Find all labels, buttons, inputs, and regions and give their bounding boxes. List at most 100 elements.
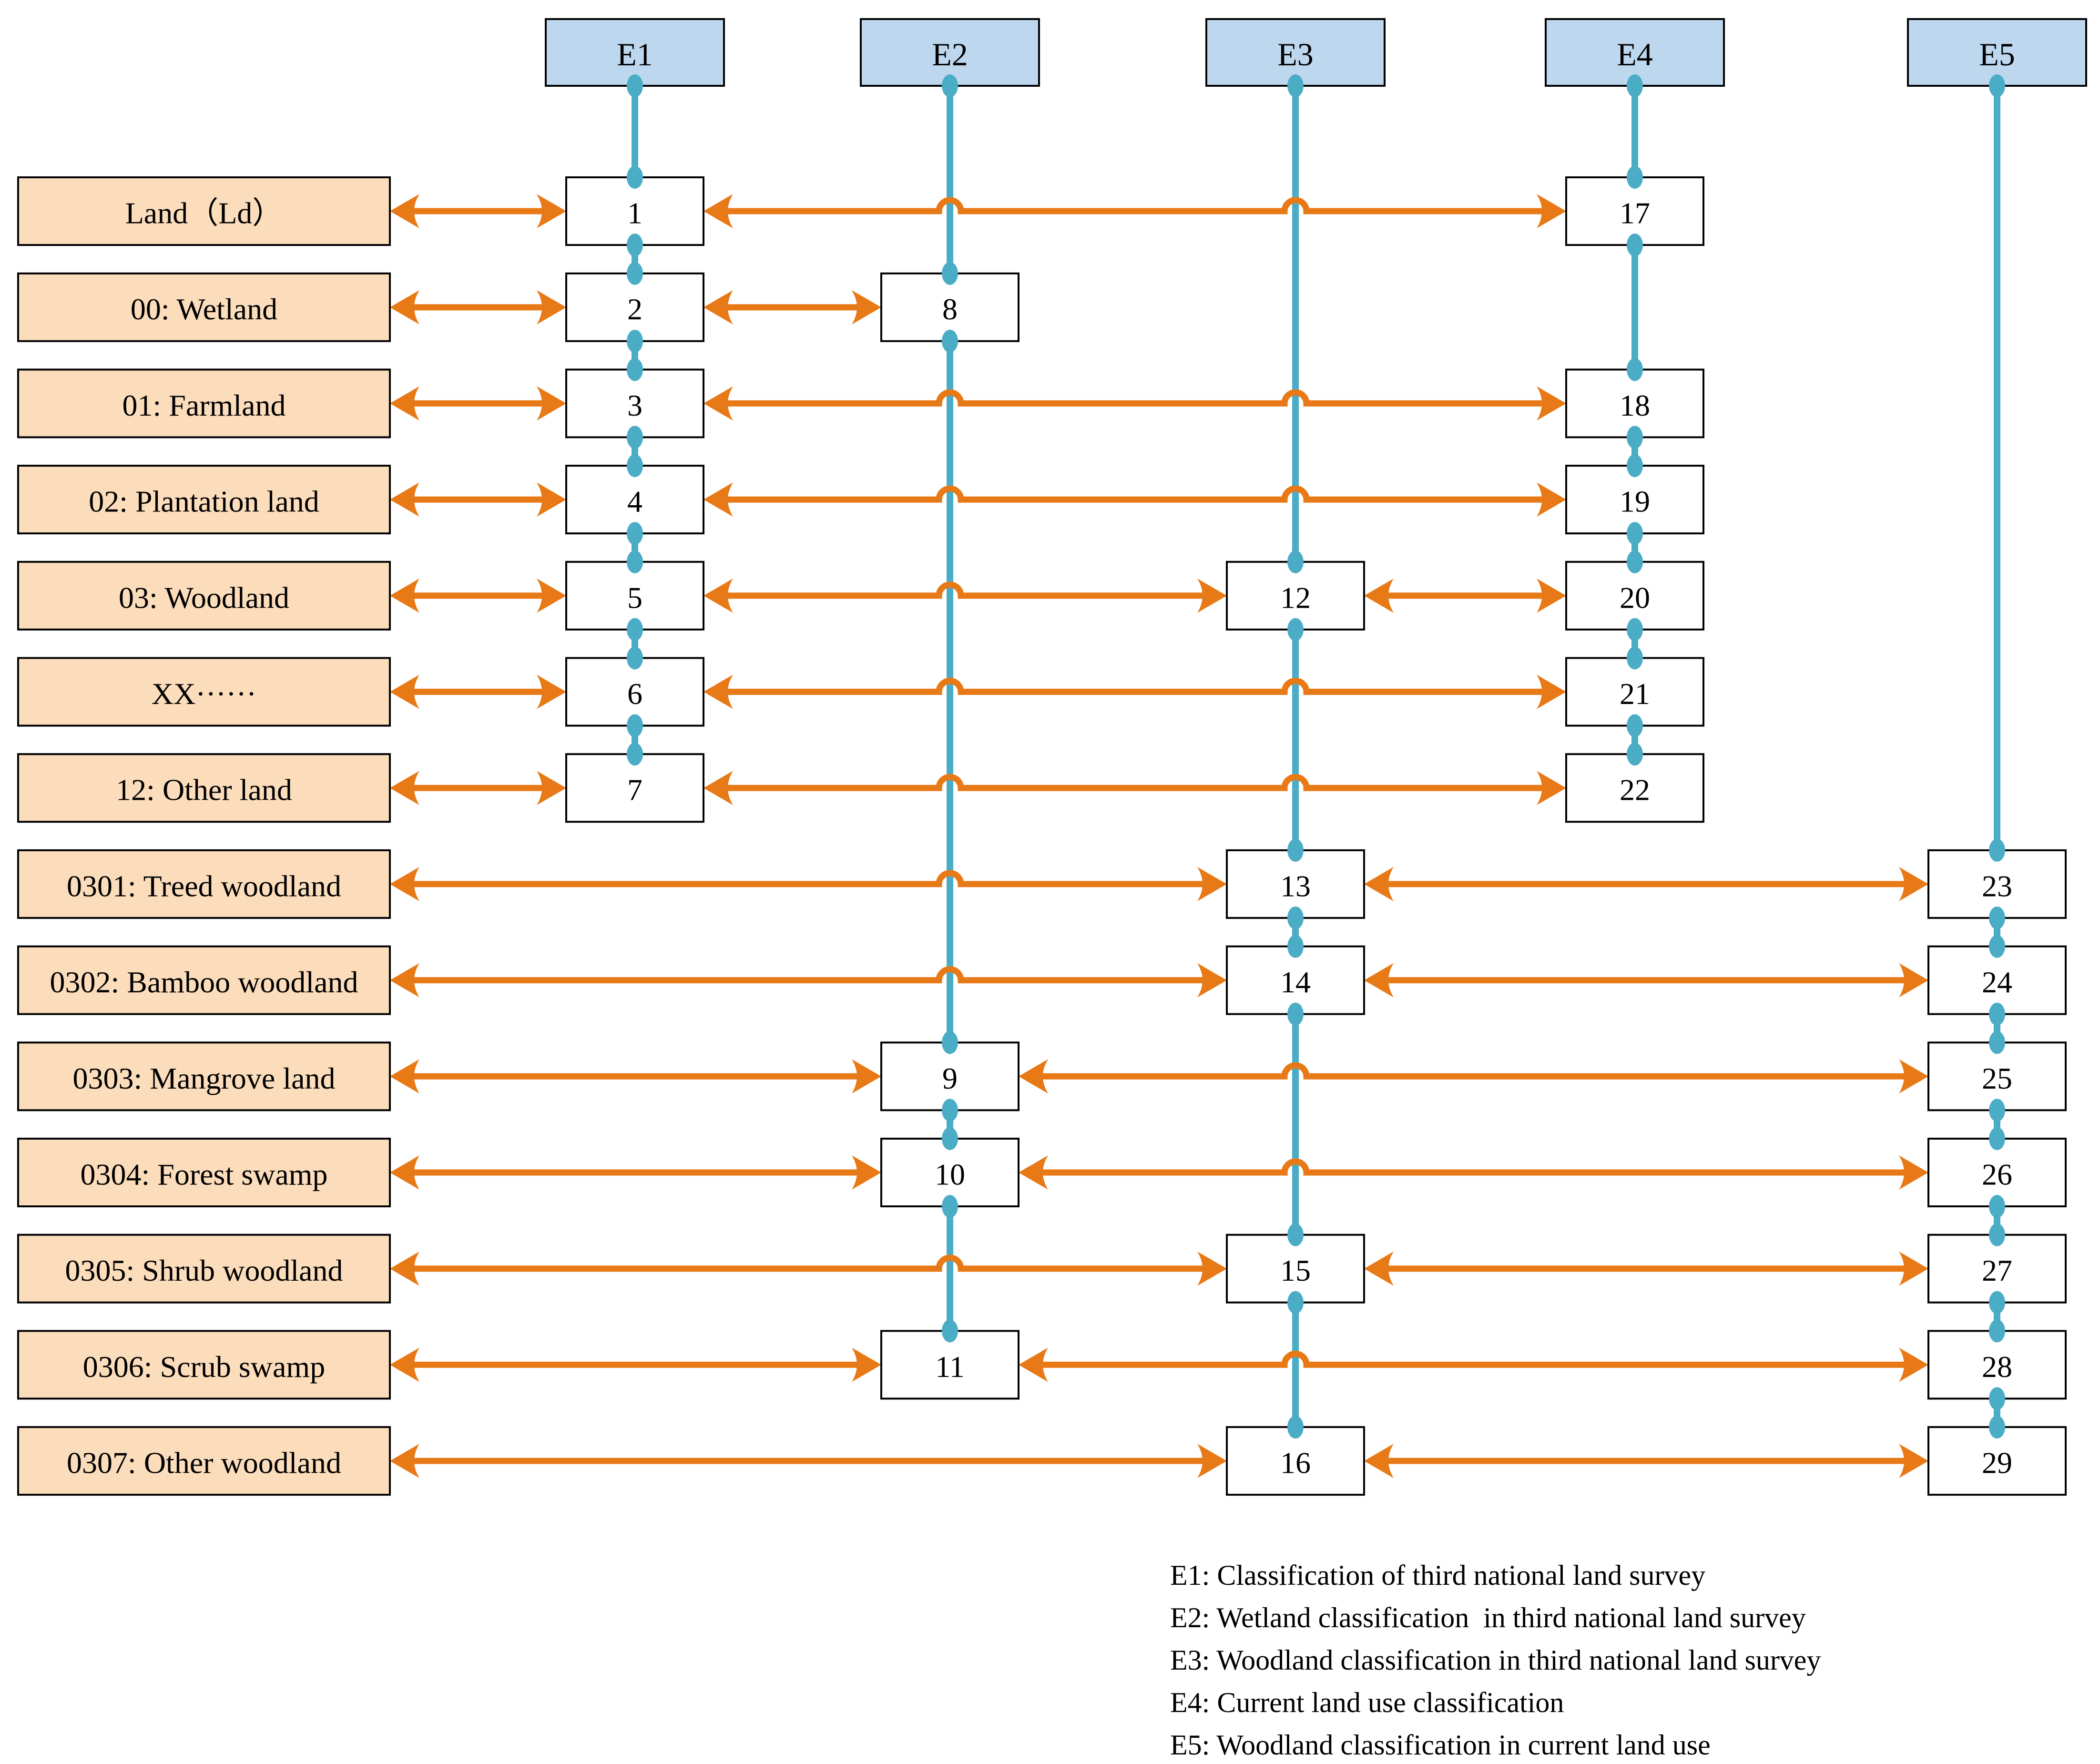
mapping-arrow-row-3 [724,389,1545,407]
header-label-E4: E4 [1617,36,1653,72]
connector-dot [627,550,643,573]
arrowhead-left-icon [1364,578,1394,613]
connector-dot [627,426,643,449]
connector-dot [1627,743,1643,766]
connector-dot [1989,1099,2005,1122]
connector-dot [627,743,643,766]
connector-dot [1989,1223,2005,1246]
node-number-20: 20 [1620,581,1650,614]
node-number-25: 25 [1982,1061,2012,1095]
arrowhead-left-icon [390,290,419,325]
arrowhead-right-icon [1899,867,1928,901]
arrowhead-left-icon [390,1155,419,1190]
connector-dot [1287,1002,1304,1026]
connector-dot [1989,838,2005,862]
mapping-arrow-row-11 [1040,1158,1907,1176]
connector-dot [942,74,958,97]
connector-dot [1287,1291,1304,1314]
node-number-8: 8 [942,292,958,326]
connector-dot [1287,618,1304,641]
arrowhead-left-icon [390,867,419,901]
node-number-13: 13 [1280,869,1311,903]
arrowhead-left-icon [390,482,419,517]
legend-line-2: E2: Wetland classification in third nati… [1170,1602,1806,1633]
node-number-15: 15 [1280,1254,1311,1287]
connector-dot [1989,1127,2005,1150]
node-number-28: 28 [1982,1350,2012,1384]
arrowhead-left-icon [703,386,733,421]
header-label-E5: E5 [1979,36,2015,72]
node-number-6: 6 [627,677,642,711]
mapping-arrow-row-12 [411,1254,1206,1272]
connector-dot [1627,522,1643,545]
arrowhead-left-icon [1364,963,1394,998]
connector-dot [627,618,643,641]
connector-dot [942,1127,958,1150]
arrowhead-right-icon [1899,1251,1928,1286]
connector-dot [1989,74,2005,97]
arrowhead-right-icon [1537,771,1566,806]
arrowhead-left-icon [703,674,733,709]
connector-dot [627,74,643,97]
connector-dot [1627,166,1643,189]
connector-dot [627,358,643,381]
node-number-4: 4 [627,485,642,519]
connector-dot [1627,234,1643,256]
legend-line-5: E5: Woodland classification in current l… [1170,1729,1711,1761]
connector-dot [1989,1195,2005,1218]
connector-dot [1627,358,1643,381]
arrowhead-right-icon [1537,386,1566,421]
node-number-9: 9 [942,1061,958,1095]
category-label-text: 0307: Other woodland [67,1446,341,1480]
arrowhead-right-icon [1197,963,1227,998]
category-label-box [17,1138,391,1207]
node-number-21: 21 [1620,677,1650,711]
connector-dot [1287,906,1304,929]
node-number-16: 16 [1280,1446,1311,1480]
node-number-27: 27 [1982,1254,2012,1287]
connector-dot [1287,935,1304,958]
header-label-E1: E1 [617,36,653,72]
connector-dot [942,1319,958,1343]
connector-dot [1989,1031,2005,1054]
connector-dot [1287,550,1304,573]
node-number-26: 26 [1982,1158,2012,1192]
category-label-text: 01: Farmland [122,388,285,422]
arrowhead-left-icon [390,674,419,709]
connector-dot [1287,838,1304,862]
connector-dot [1627,646,1643,670]
connector-dot [627,234,643,256]
category-label-box [17,561,391,631]
arrowhead-right-icon [537,578,566,613]
arrowhead-left-icon [390,1347,419,1382]
connector-dot [1627,714,1643,737]
arrowhead-right-icon [852,1347,881,1382]
connector-dot [942,1099,958,1122]
node-number-23: 23 [1982,869,2012,903]
connector-dot [942,1195,958,1218]
category-label-text: Land（Ld） [125,196,283,230]
arrowhead-right-icon [1899,1347,1928,1382]
category-label-box [17,368,391,438]
arrowhead-left-icon [1364,1251,1394,1286]
arrowhead-right-icon [537,674,566,709]
node-number-1: 1 [627,196,642,230]
category-label-text: 0304: Forest swamp [80,1158,327,1192]
mapping-arrow-row-1 [724,197,1545,214]
category-label-box [17,272,391,342]
category-label-box [17,945,391,1015]
mapping-arrow-row-13 [1040,1350,1907,1368]
arrowhead-right-icon [1537,674,1566,709]
header-label-E2: E2 [932,36,968,72]
category-label-text: XX······ [152,677,256,711]
connector-dot [627,454,643,478]
node-number-18: 18 [1620,388,1650,422]
connector-dot [1627,426,1643,449]
connector-dot [1627,618,1643,641]
connector-dot [1989,1002,2005,1026]
category-label-box [17,849,391,919]
node-number-11: 11 [935,1350,965,1384]
connector-dot [1627,550,1643,573]
arrowhead-right-icon [537,386,566,421]
